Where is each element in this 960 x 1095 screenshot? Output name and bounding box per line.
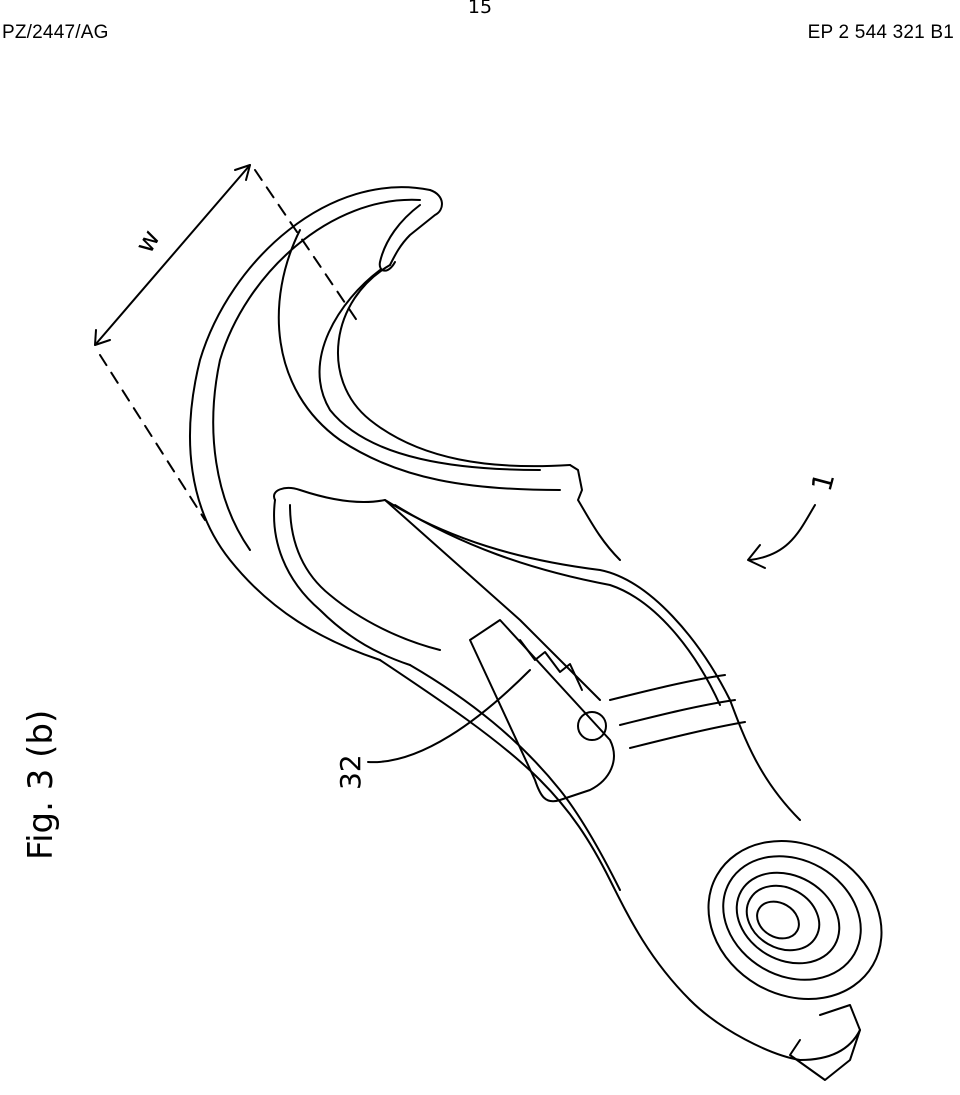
- eye-ring-1: [722, 855, 862, 981]
- shank-upper-edge-2: [394, 504, 721, 706]
- eye-bore: [756, 900, 800, 940]
- reference-numeral-1: 1: [805, 469, 841, 495]
- hook-outer-edge-inner: [212, 198, 421, 551]
- arrow-1-curve: [749, 504, 816, 561]
- dimension-arrowhead-top: [234, 164, 251, 181]
- arrow-1-head: [747, 544, 766, 569]
- shank-lower-edge: [379, 659, 691, 1001]
- shank-band-1: [609, 674, 726, 701]
- hook-outer-edge: [189, 186, 431, 661]
- recess-hole: [577, 711, 607, 741]
- slot-lower-edge: [273, 499, 411, 666]
- document-reference-left: PZ/2447/AG: [2, 22, 109, 43]
- dimension-arrow: [94, 164, 251, 346]
- dimension-label-w: w: [130, 225, 167, 258]
- leader-line-32: [367, 669, 531, 764]
- hook-inner-curve: [337, 264, 571, 468]
- hook-tip-slot: [378, 204, 421, 272]
- shank-band-3: [629, 721, 746, 749]
- throat-notch: [569, 464, 621, 561]
- eye-ring-2: [735, 871, 841, 965]
- shank-upper-edge: [384, 499, 801, 821]
- slot-inner-rim: [289, 504, 441, 651]
- recess-teeth: [519, 639, 583, 691]
- hook-face-sweep: [277, 229, 561, 491]
- patent-figure-drawing: w 32 1 Fig. 3 (b): [21, 164, 883, 1081]
- shank-lower-edge-2: [409, 664, 621, 891]
- slot-outline: [273, 487, 601, 701]
- eye-outer: [707, 839, 883, 1001]
- tail-nub: [789, 1029, 861, 1081]
- hook-inner-curve-2: [318, 269, 541, 471]
- dimension-arrowhead-bottom: [94, 329, 111, 346]
- extension-line-bottom: [99, 354, 206, 521]
- extension-line-top: [254, 169, 361, 326]
- tail-end: [689, 999, 861, 1061]
- reference-numeral-32: 32: [334, 754, 367, 790]
- eye-ring-3: [745, 884, 821, 952]
- shank-band-2: [619, 699, 736, 726]
- figure-caption: Fig. 3 (b): [21, 710, 61, 860]
- patent-number: EP 2 544 321 B1: [807, 22, 954, 43]
- page-number: 15: [467, 0, 493, 18]
- hook-tip: [389, 189, 443, 266]
- recess-outline: [469, 619, 615, 803]
